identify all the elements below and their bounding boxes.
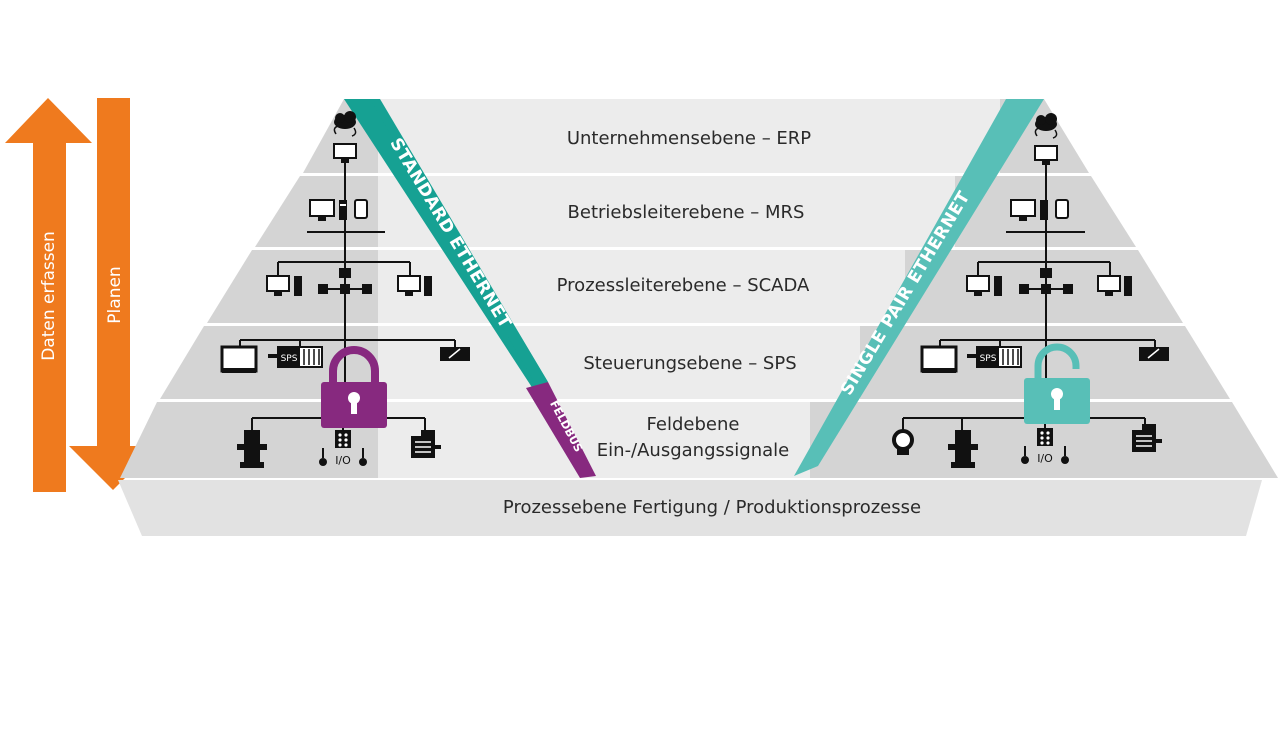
motor-icon-right (1132, 424, 1162, 452)
sensor-valve-icon (237, 430, 267, 468)
hmi-panel-icon-right (920, 345, 958, 373)
io-label-right: I/O (1037, 452, 1053, 465)
daten-erfassen-arrow: Daten erfassen (5, 98, 92, 492)
planen-arrow: Planen (69, 98, 157, 490)
workstation-icon-right (1010, 199, 1069, 221)
network-switch-icon (318, 268, 372, 294)
monitor-icon (333, 143, 357, 163)
level-erp-label: Unternehmensebene – ERP (567, 128, 811, 149)
camera-sensor-icon (892, 429, 914, 455)
sps-controller-icon-right: SPS (967, 346, 1022, 368)
level-signale-label: Ein-/Ausgangssignale (597, 440, 789, 461)
sps-label-right: SPS (980, 354, 997, 364)
level-sps-label: Steuerungsebene – SPS (583, 353, 796, 374)
io-module-icon-right: I/O (1021, 428, 1069, 465)
sps-label: SPS (281, 354, 298, 364)
io-module-icon: I/O (319, 430, 367, 467)
hmi-panel-icon (220, 345, 258, 373)
level-labels: Unternehmensebene – ERP Betriebsleitereb… (557, 128, 812, 461)
sps-controller-icon: SPS (268, 346, 323, 368)
locked-padlock-icon (321, 346, 387, 428)
level-feldebene-label: Feldebene (647, 414, 740, 435)
monitor-icon-right (1034, 145, 1058, 165)
level-scada-label: Prozessleiterebene – SCADA (557, 275, 810, 296)
unlocked-padlock-icon (1024, 343, 1090, 424)
io-label: I/O (335, 454, 351, 467)
level-mrs-label: Betriebsleiterebene – MRS (568, 202, 805, 223)
drive-icon-right (1139, 347, 1169, 361)
network-switch-icon-right (1019, 268, 1073, 294)
cloud-icon-right (1034, 113, 1058, 139)
workstation-icon (309, 199, 368, 221)
planen-label: Planen (105, 266, 125, 323)
base-label: Prozessebene Fertigung / Produktionsproz… (503, 497, 921, 518)
base-slab: Prozessebene Fertigung / Produktionsproz… (118, 480, 1262, 536)
motor-icon (411, 430, 441, 458)
cloud-icon (333, 111, 357, 137)
drive-icon (440, 347, 470, 361)
scada-workstation-icon (266, 275, 432, 296)
sensor-valve-icon-right (948, 430, 978, 468)
daten-erfassen-label: Daten erfassen (39, 231, 59, 361)
scada-workstation-icon-right (966, 275, 1132, 296)
